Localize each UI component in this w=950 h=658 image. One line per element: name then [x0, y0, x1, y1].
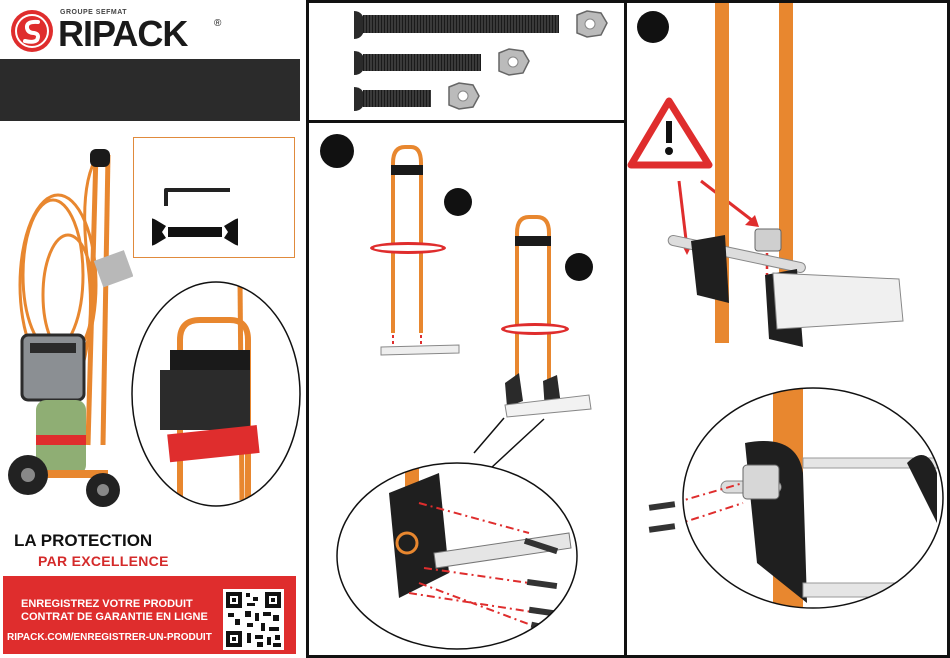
assembly-panel	[306, 120, 627, 658]
allen-key-icon	[164, 186, 234, 208]
tagline-line-1: LA PROTECTION	[14, 531, 152, 551]
brand-registered-mark: ®	[214, 18, 221, 29]
qr-code-icon[interactable]	[223, 589, 284, 650]
tools-box	[133, 137, 295, 258]
hardware-panel	[306, 0, 627, 123]
dark-header-band	[0, 59, 300, 121]
left-cover-column: GROUPE SEFMAT RIPACK ®	[0, 0, 305, 658]
registration-line-2: CONTRAT DE GARANTIE EN LIGNE	[21, 611, 208, 623]
bolts-and-nuts-illustration	[309, 3, 624, 120]
warning-panel	[624, 0, 950, 658]
wrench-icon	[152, 216, 238, 248]
registration-url[interactable]: RIPACK.COM/ENREGISTRER-UN-PRODUIT	[7, 632, 212, 643]
ripack-logo-icon	[10, 9, 54, 53]
warning-triangle-icon	[631, 101, 709, 165]
brand-name: RIPACK	[58, 13, 187, 55]
warning-illustration	[627, 3, 947, 655]
bag-detail-circle	[130, 280, 302, 508]
assembly-illustration	[309, 123, 624, 655]
tagline-line-2: PAR EXCELLENCE	[38, 553, 169, 569]
trolley-photo	[8, 145, 133, 515]
registration-line-1: ENREGISTREZ VOTRE PRODUIT	[21, 598, 193, 610]
